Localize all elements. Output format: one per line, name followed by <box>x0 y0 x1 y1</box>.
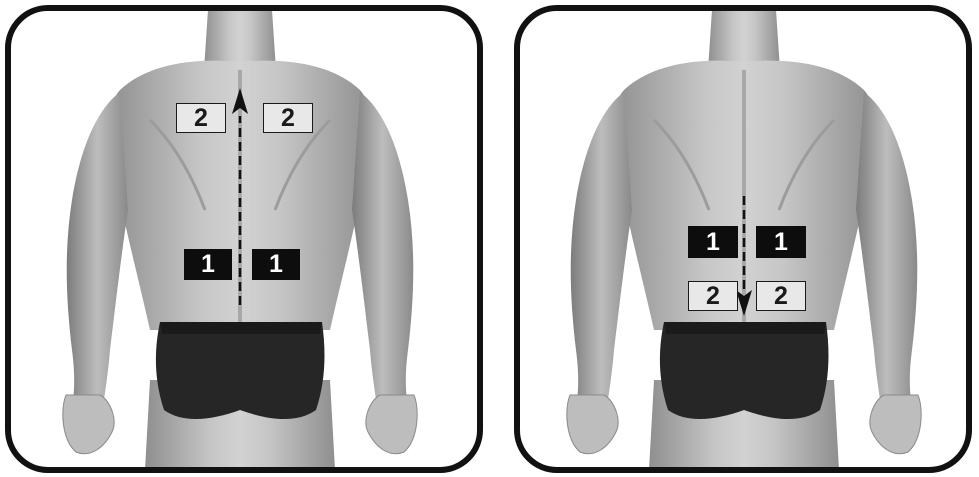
electrode-pad: 1 <box>184 249 232 280</box>
briefs <box>156 322 325 419</box>
pad-label: 2 <box>281 106 295 131</box>
pad-label: 2 <box>706 284 720 309</box>
pad-label: 2 <box>194 106 208 131</box>
pad-label: 1 <box>774 230 788 255</box>
body-back-illustration-left <box>0 0 489 477</box>
pad-label: 1 <box>269 252 283 277</box>
panel-right: 1 1 2 2 <box>490 0 979 477</box>
pad-label: 1 <box>706 230 720 255</box>
pad-label: 1 <box>201 252 215 277</box>
electrode-pad: 1 <box>252 249 300 280</box>
pad-label: 2 <box>774 284 788 309</box>
electrode-pad: 2 <box>756 281 806 311</box>
electrode-pad: 2 <box>688 281 738 311</box>
briefs <box>660 322 829 419</box>
electrode-pad: 2 <box>263 103 313 133</box>
electrode-pad: 1 <box>756 226 806 258</box>
electrode-pad: 1 <box>688 226 738 258</box>
panel-left: 2 2 1 1 <box>0 0 489 477</box>
electrode-pad: 2 <box>176 103 226 133</box>
